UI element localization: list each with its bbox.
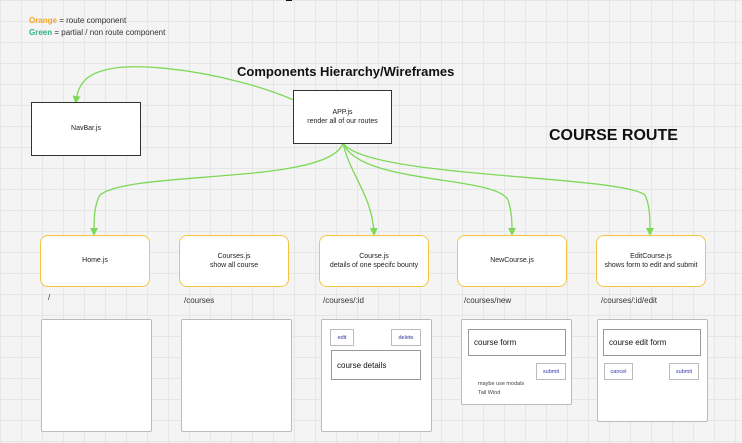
course-route-path: /courses/:id bbox=[323, 296, 364, 305]
note-tailwind: Tail Wind bbox=[478, 389, 501, 396]
app-description: render all of our routes bbox=[307, 118, 378, 125]
editcourse-component-desc: shows form to edit and submit bbox=[604, 262, 698, 269]
home-wireframe bbox=[41, 319, 152, 432]
cropped-heading-fragment bbox=[286, 0, 496, 2]
legend-orange: Orange = route component bbox=[29, 16, 126, 25]
course-details-panel: course details bbox=[331, 350, 421, 380]
app-label: APP.js bbox=[332, 108, 353, 116]
edit-button[interactable]: edit bbox=[330, 329, 354, 346]
course-edit-form[interactable]: course edit form bbox=[603, 329, 701, 356]
editcourse-component-label: EditCourse.js bbox=[630, 252, 672, 260]
course-form[interactable]: course form bbox=[468, 329, 566, 356]
cancel-button[interactable]: cancel bbox=[604, 363, 633, 380]
editcourse-submit-button[interactable]: submit bbox=[669, 363, 699, 380]
newcourse-route-path: /courses/new bbox=[464, 296, 512, 305]
courses-route-path: /courses bbox=[184, 296, 215, 305]
home-route-path: / bbox=[48, 293, 51, 302]
newcourse-note: maybe use modals Tail Wind bbox=[478, 380, 524, 398]
newcourse-wireframe: course form submit maybe use modals Tail… bbox=[461, 319, 572, 405]
legend-green-desc: = partial / non route component bbox=[52, 28, 166, 37]
home-component-label: Home.js bbox=[82, 257, 108, 265]
newcourse-component[interactable]: NewCourse.js bbox=[457, 235, 567, 287]
course-component-label: Course.js bbox=[359, 252, 389, 260]
courses-component-label: Courses.js bbox=[217, 252, 251, 260]
editcourse-route-path: /courses/:id/edit bbox=[601, 296, 658, 305]
course-component[interactable]: Course.js details of one specifc bounty bbox=[319, 235, 429, 287]
note-modals: maybe use modals bbox=[478, 381, 525, 387]
connector-app-to-newcourse bbox=[342, 142, 516, 236]
legend-orange-word: Orange bbox=[29, 16, 58, 25]
diagram-title: Components Hierarchy/Wireframes bbox=[237, 64, 455, 79]
route-title: COURSE ROUTE bbox=[549, 127, 678, 144]
courses-component-desc: show all course bbox=[209, 262, 259, 269]
navbar-component[interactable]: NavBar.js bbox=[31, 102, 141, 156]
app-component[interactable]: APP.js render all of our routes bbox=[293, 90, 392, 144]
navbar-label: NavBar.js bbox=[71, 125, 101, 133]
home-component[interactable]: Home.js bbox=[40, 235, 150, 287]
legend-orange-desc: = route component bbox=[57, 16, 127, 25]
connector-app-to-home bbox=[90, 142, 344, 236]
course-component-desc: details of one specifc bounty bbox=[329, 262, 419, 269]
courses-component[interactable]: Courses.js show all course bbox=[179, 235, 289, 287]
delete-button[interactable]: delete bbox=[391, 329, 421, 346]
newcourse-component-label: NewCourse.js bbox=[490, 257, 534, 265]
legend-green-word: Green bbox=[29, 28, 53, 37]
connector-app-to-editcourse bbox=[342, 142, 654, 236]
editcourse-wireframe: course edit form cancel submit bbox=[597, 319, 708, 422]
course-wireframe: edit delete course details bbox=[321, 319, 432, 432]
connector-app-to-course bbox=[342, 142, 378, 236]
courses-wireframe bbox=[181, 319, 292, 432]
editcourse-component[interactable]: EditCourse.js shows form to edit and sub… bbox=[596, 235, 706, 287]
legend-green: Green = partial / non route component bbox=[29, 28, 165, 37]
newcourse-submit-button[interactable]: submit bbox=[536, 363, 566, 380]
